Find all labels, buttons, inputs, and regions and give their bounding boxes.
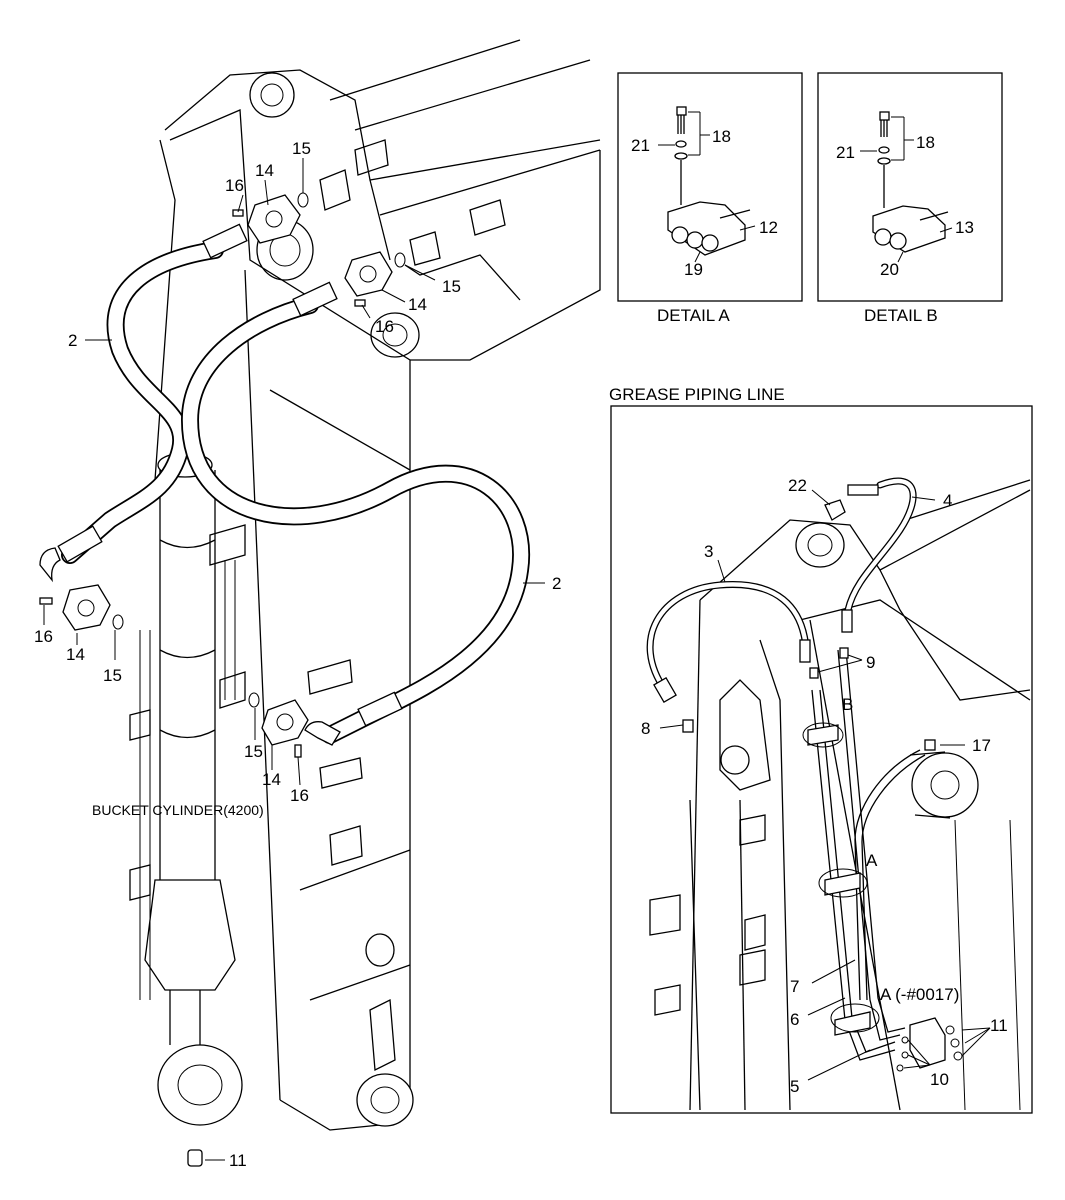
hose-2-upper <box>61 241 224 564</box>
hose-fittings <box>39 223 403 746</box>
grease-pipes <box>802 649 926 1061</box>
detail-b-caption: DETAIL B <box>864 306 938 325</box>
callout-15-low: 15 <box>244 742 263 761</box>
grease-callout-17: 17 <box>972 736 991 755</box>
detail-a-drawing <box>667 106 751 256</box>
detail-b-panel: 18 21 13 20 <box>817 72 1003 302</box>
detail-a-callout-18: 18 <box>712 127 731 146</box>
grease-callout-7: 7 <box>790 977 799 996</box>
grease-callout-b: B <box>842 695 853 714</box>
main-leaders <box>43 158 545 1161</box>
grease-callout-4: 4 <box>943 491 952 510</box>
callout-11-bottom: 11 <box>229 1151 247 1170</box>
grease-leaders <box>659 489 991 1081</box>
detail-b-drawing <box>872 111 949 253</box>
callout-16-low: 16 <box>290 786 309 805</box>
detail-b-callout-20: 20 <box>880 260 899 279</box>
detail-a-callout-12: 12 <box>759 218 778 237</box>
callout-14-top: 14 <box>255 161 274 180</box>
grease-callout-22: 22 <box>788 476 807 495</box>
callout-16-mid: 16 <box>375 317 394 336</box>
grease-piping-title: GREASE PIPING LINE <box>609 385 785 404</box>
hose-2-right <box>180 296 531 744</box>
detail-b-leaders <box>860 116 953 263</box>
detail-a-callout-19: 19 <box>684 260 703 279</box>
detail-a-leaders <box>658 111 756 263</box>
callout-14-left: 14 <box>66 645 85 664</box>
callout-2-upper: 2 <box>68 331 77 350</box>
callout-16-left: 16 <box>34 627 53 646</box>
detail-b-callout-18: 18 <box>916 133 935 152</box>
grease-piping-panel: 22 4 3 9 8 B 17 A A (-#0017) 7 6 5 11 10 <box>610 405 1033 1114</box>
grease-callout-6: 6 <box>790 1010 799 1029</box>
callout-15-left: 15 <box>103 666 122 685</box>
grease-hose-4 <box>841 477 917 633</box>
detail-a-caption: DETAIL A <box>657 306 730 325</box>
grease-callout-a-serial: A (-#0017) <box>880 985 959 1004</box>
callout-16-top: 16 <box>225 176 244 195</box>
detail-a-callout-21: 21 <box>631 136 650 155</box>
callout-2-right: 2 <box>552 574 561 593</box>
callout-14-mid: 14 <box>408 295 427 314</box>
grease-hose-3 <box>646 580 811 704</box>
detail-b-callout-13: 13 <box>955 218 974 237</box>
grease-callout-11: 11 <box>990 1016 1008 1035</box>
grease-structure <box>649 479 1031 1111</box>
grease-callout-9: 9 <box>866 653 875 672</box>
callout-15-top: 15 <box>292 139 311 158</box>
detail-b-callout-21: 21 <box>836 143 855 162</box>
flanges <box>39 192 406 758</box>
bucket-cylinder-label: BUCKET CYLINDER(4200) <box>92 802 264 818</box>
grease-callout-3: 3 <box>704 542 713 561</box>
grease-callout-5: 5 <box>790 1077 799 1096</box>
grease-callout-8: 8 <box>641 719 650 738</box>
detail-a-panel: 18 21 12 19 <box>617 72 803 302</box>
main-drawing: 2 2 14 15 16 15 14 16 16 14 15 15 14 16 … <box>34 39 601 1170</box>
arm-body <box>169 109 414 1131</box>
grease-callout-a: A <box>866 851 878 870</box>
grease-callout-10: 10 <box>930 1070 949 1089</box>
callout-15-mid: 15 <box>442 277 461 296</box>
callout-14-low: 14 <box>262 770 281 789</box>
